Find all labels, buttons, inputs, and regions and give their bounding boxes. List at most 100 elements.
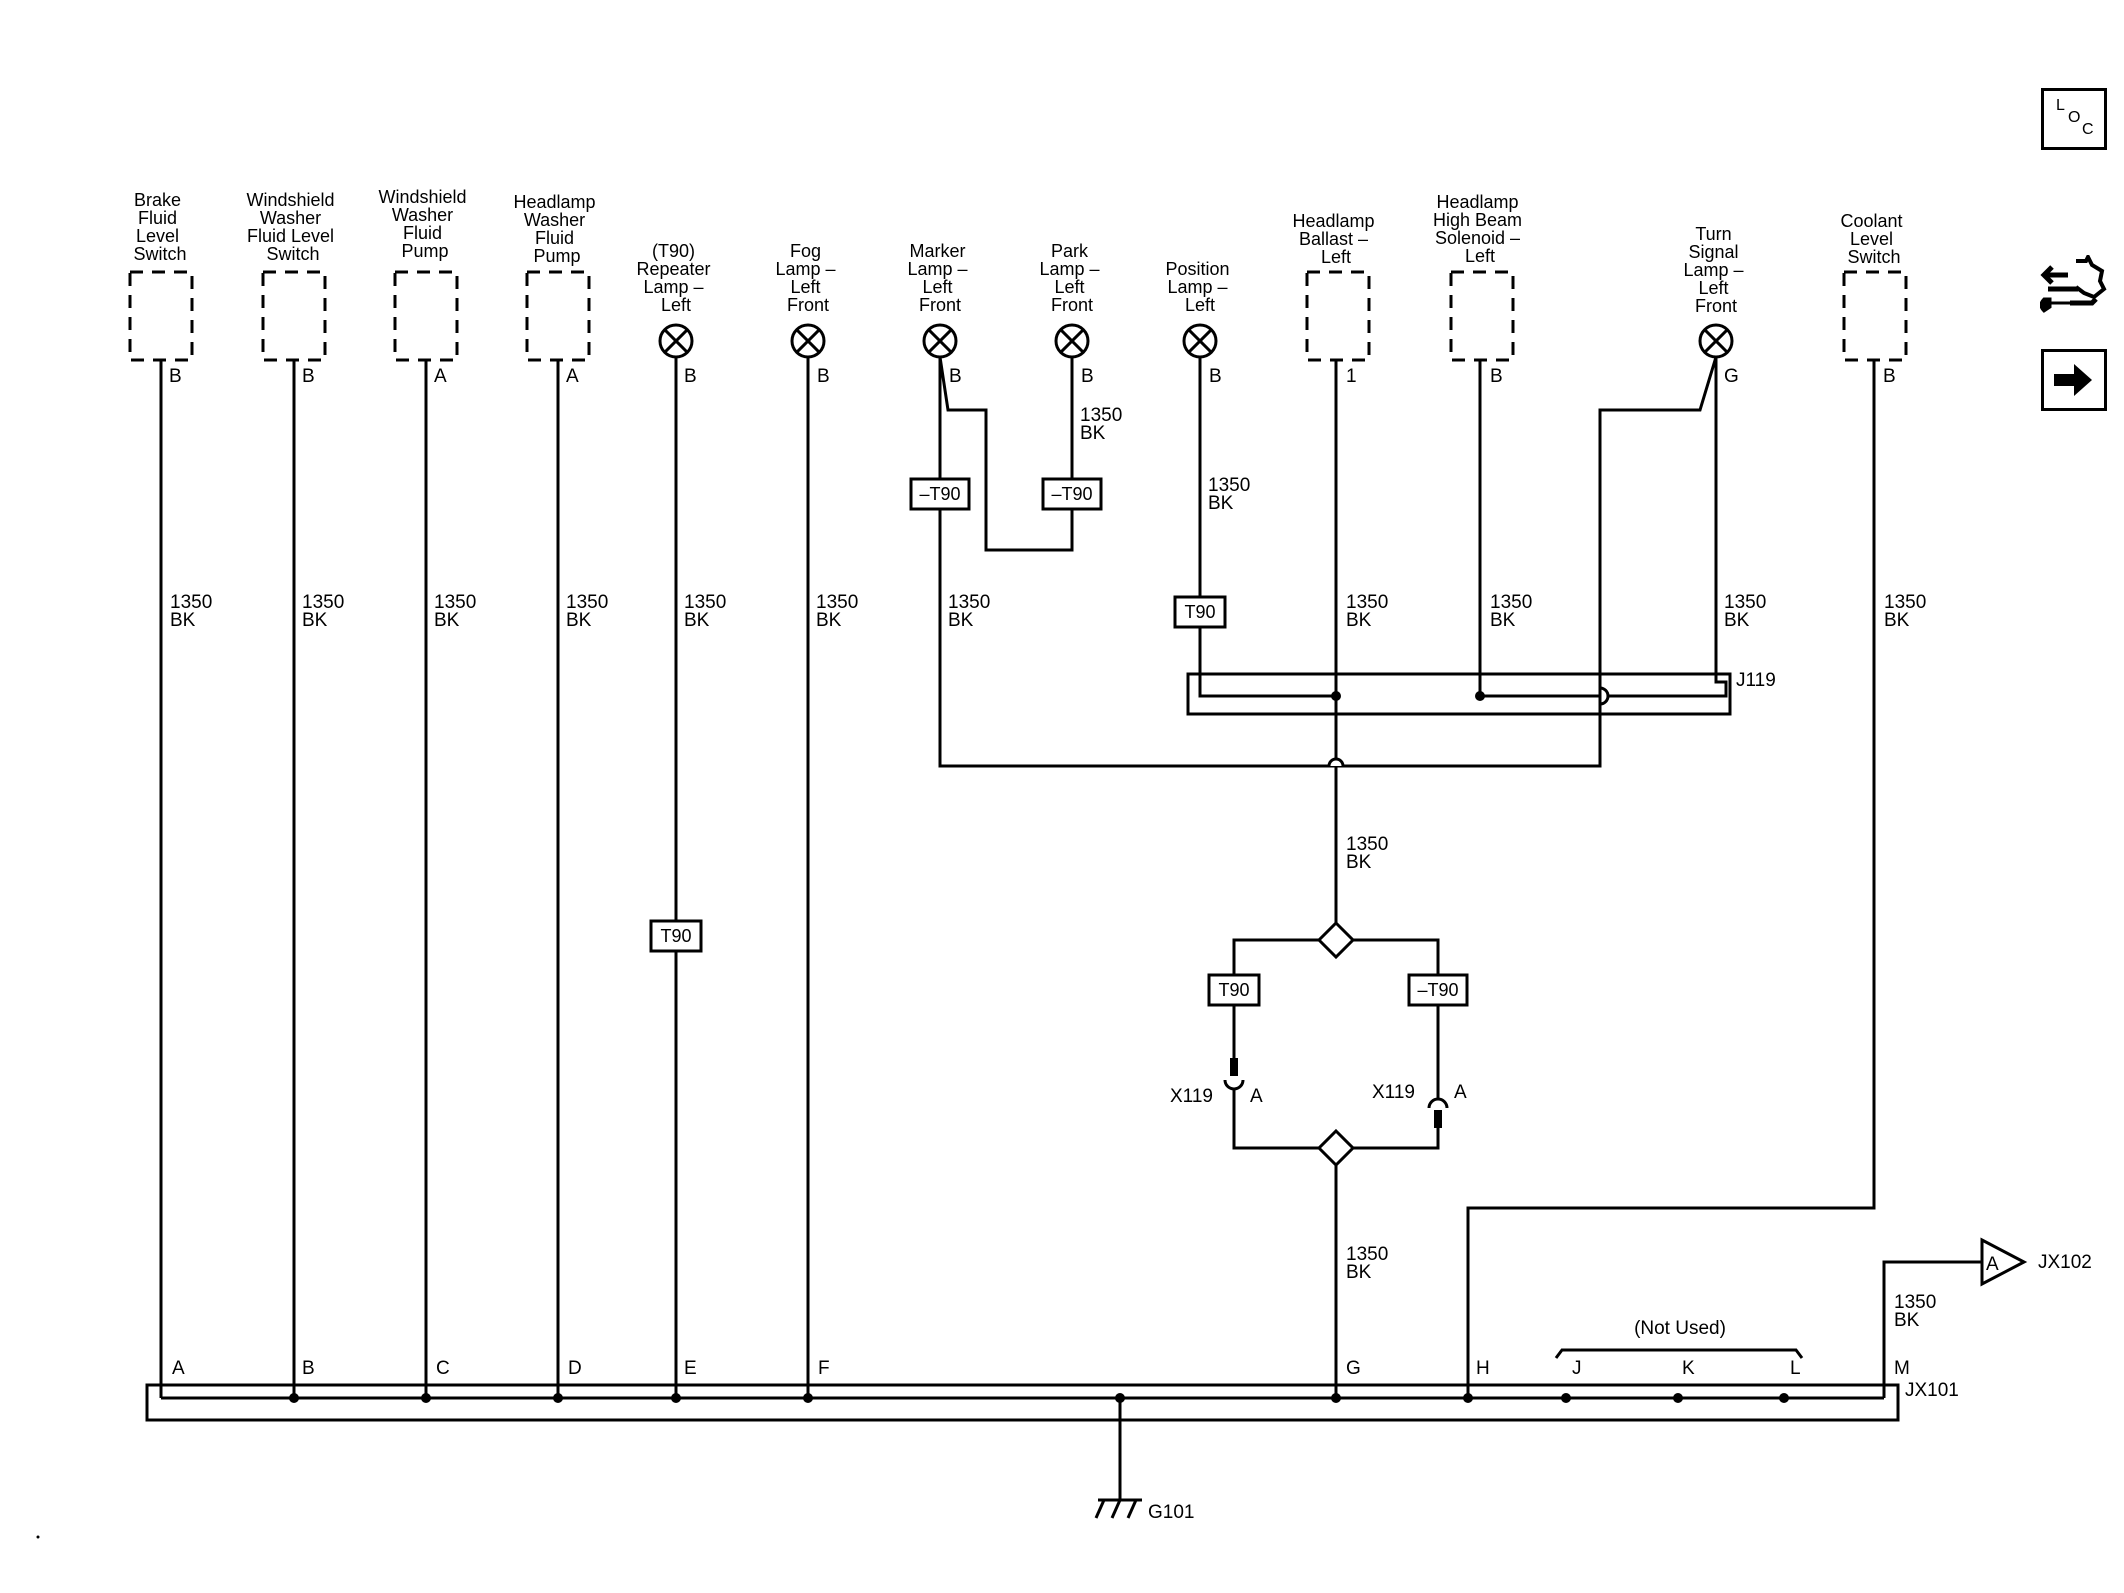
wire-jx102 (1882, 1260, 1982, 1398)
wire-position (1198, 357, 1336, 698)
ground-g101: G101 (1094, 1398, 1194, 1523)
marker-lamp-left-front-label: Marker Lamp – Left Front (907, 241, 972, 315)
jx101-pin-b: B (302, 1358, 315, 1379)
brake-fluid-level-switch (128, 270, 194, 362)
pin-coolant: B (1883, 366, 1896, 387)
pin-park: B (1081, 366, 1094, 387)
component-labels: Brake Fluid Level Switch Windshield Wash… (133, 187, 1907, 316)
headlamp-ballast-left-label: Headlamp Ballast – Left (1292, 211, 1379, 267)
pin-highbeam: B (1490, 366, 1503, 387)
jx101-pin-a: A (172, 1358, 185, 1379)
windshield-washer-fluid-pump (393, 270, 459, 362)
wires (159, 356, 1982, 1398)
connector-x119-right-pin: A (1454, 1082, 1467, 1103)
windshield-washer-fluid-level-switch (261, 270, 327, 362)
component-pin-labels: B B A A B B B B B 1 B G B (169, 366, 1896, 387)
fog-lamp-icon (790, 323, 826, 359)
connector-x119-left-name: X119 (1170, 1086, 1213, 1107)
repeater-lamp-left-label: (T90) Repeater Lamp – Left (636, 241, 715, 315)
jx101-pin-labels: A B C D E F G H J K L M (172, 1358, 1910, 1379)
option-repeater-t90: T90 (660, 926, 691, 946)
wire-crossover-bus (1327, 757, 1345, 767)
connector-x119-right-name: X119 (1372, 1082, 1415, 1103)
jx101-pin-d: D (568, 1358, 582, 1379)
pin-turn: G (1724, 366, 1739, 387)
headlamp-high-beam-solenoid-left (1449, 270, 1515, 362)
park-lamp-icon (1054, 323, 1090, 359)
jx101-pin-j: J (1572, 1358, 1582, 1379)
windshield-washer-fluid-pump-label: Windshield Washer Fluid Pump (378, 187, 471, 261)
ground-label: G101 (1148, 1502, 1194, 1523)
wire-turn-signal (1608, 357, 1728, 698)
fog-lamp-left-front-label: Fog Lamp – Left Front (775, 241, 840, 315)
pin-fog: B (817, 366, 830, 387)
jx101-pin-k: K (1682, 1358, 1695, 1379)
headlamp-washer-fluid-pump (525, 270, 591, 362)
not-used-label: (Not Used) (1634, 1318, 1726, 1339)
connector-x119-left: X119 A (1170, 1058, 1263, 1112)
option-loop-t90: T90 (1218, 980, 1249, 1000)
splice-j119-label: J119 (1736, 670, 1776, 691)
right-arrow-icon (2054, 364, 2092, 396)
pin-repeater: B (684, 366, 697, 387)
pin-marker: B (949, 366, 962, 387)
pin-ballast: 1 (1346, 366, 1357, 387)
option-boxes: –T90 –T90 T90 T90 T90 –T90 (649, 477, 1469, 1007)
wire-marker-main (938, 356, 1718, 768)
speck (36, 1535, 40, 1539)
connector-end-view-icon[interactable] (2039, 252, 2110, 330)
position-lamp-icon (1182, 323, 1218, 359)
marker-lamp-icon (922, 323, 958, 359)
jx101-pin-c: C (436, 1358, 450, 1379)
headlamp-ballast-left (1305, 270, 1371, 362)
splice-j119-dots (1331, 691, 1485, 701)
splice-diamond-upper (1316, 920, 1356, 960)
position-lamp-left-label: Position Lamp – Left (1165, 259, 1234, 315)
connector-x119-left-pin: A (1250, 1086, 1263, 1107)
pin-ws-washer-pump: A (434, 366, 447, 387)
coolant-level-switch-label: Coolant Level Switch (1840, 211, 1907, 267)
turn-signal-lamp-icon (1698, 323, 1734, 359)
coolant-level-switch (1842, 270, 1908, 362)
plug-wrench-icon (2039, 252, 2107, 313)
next-page-button[interactable] (2041, 349, 2107, 411)
turn-signal-lamp-left-front-label: Turn Signal Lamp – Left Front (1683, 224, 1748, 316)
loc-o: O (2068, 109, 2081, 126)
loc-l: L (2056, 97, 2065, 114)
connector-x119-right: X119 A (1372, 1082, 1467, 1128)
wire-crossover-j119 (1599, 686, 1610, 706)
wire-option-loop-left-lower (1232, 1112, 1320, 1150)
component-boxes (128, 270, 1908, 362)
jx101-bus: JX101 (145, 1380, 1959, 1422)
option-park-not-t90: –T90 (1051, 484, 1092, 504)
location-view-button[interactable]: L O C (2041, 88, 2107, 150)
jx101-pin-m: M (1894, 1358, 1910, 1379)
splice-j119-box (1186, 672, 1732, 716)
wire-marker-jumper (938, 356, 1074, 552)
jx101-label: JX101 (1905, 1380, 1959, 1401)
jx102-pin: A (1986, 1254, 1999, 1275)
pin-hl-washer-pump: A (566, 366, 579, 387)
brake-fluid-level-switch-label: Brake Fluid Level Switch (133, 190, 186, 264)
windshield-washer-fluid-level-switch-label: Windshield Washer Fluid Level Switch (246, 190, 339, 264)
jx102-label: JX102 (2038, 1252, 2092, 1273)
jx101-pin-l: L (1790, 1358, 1801, 1379)
repeater-lamp-icon (658, 323, 694, 359)
park-lamp-left-front-label: Park Lamp – Left Front (1039, 241, 1104, 315)
